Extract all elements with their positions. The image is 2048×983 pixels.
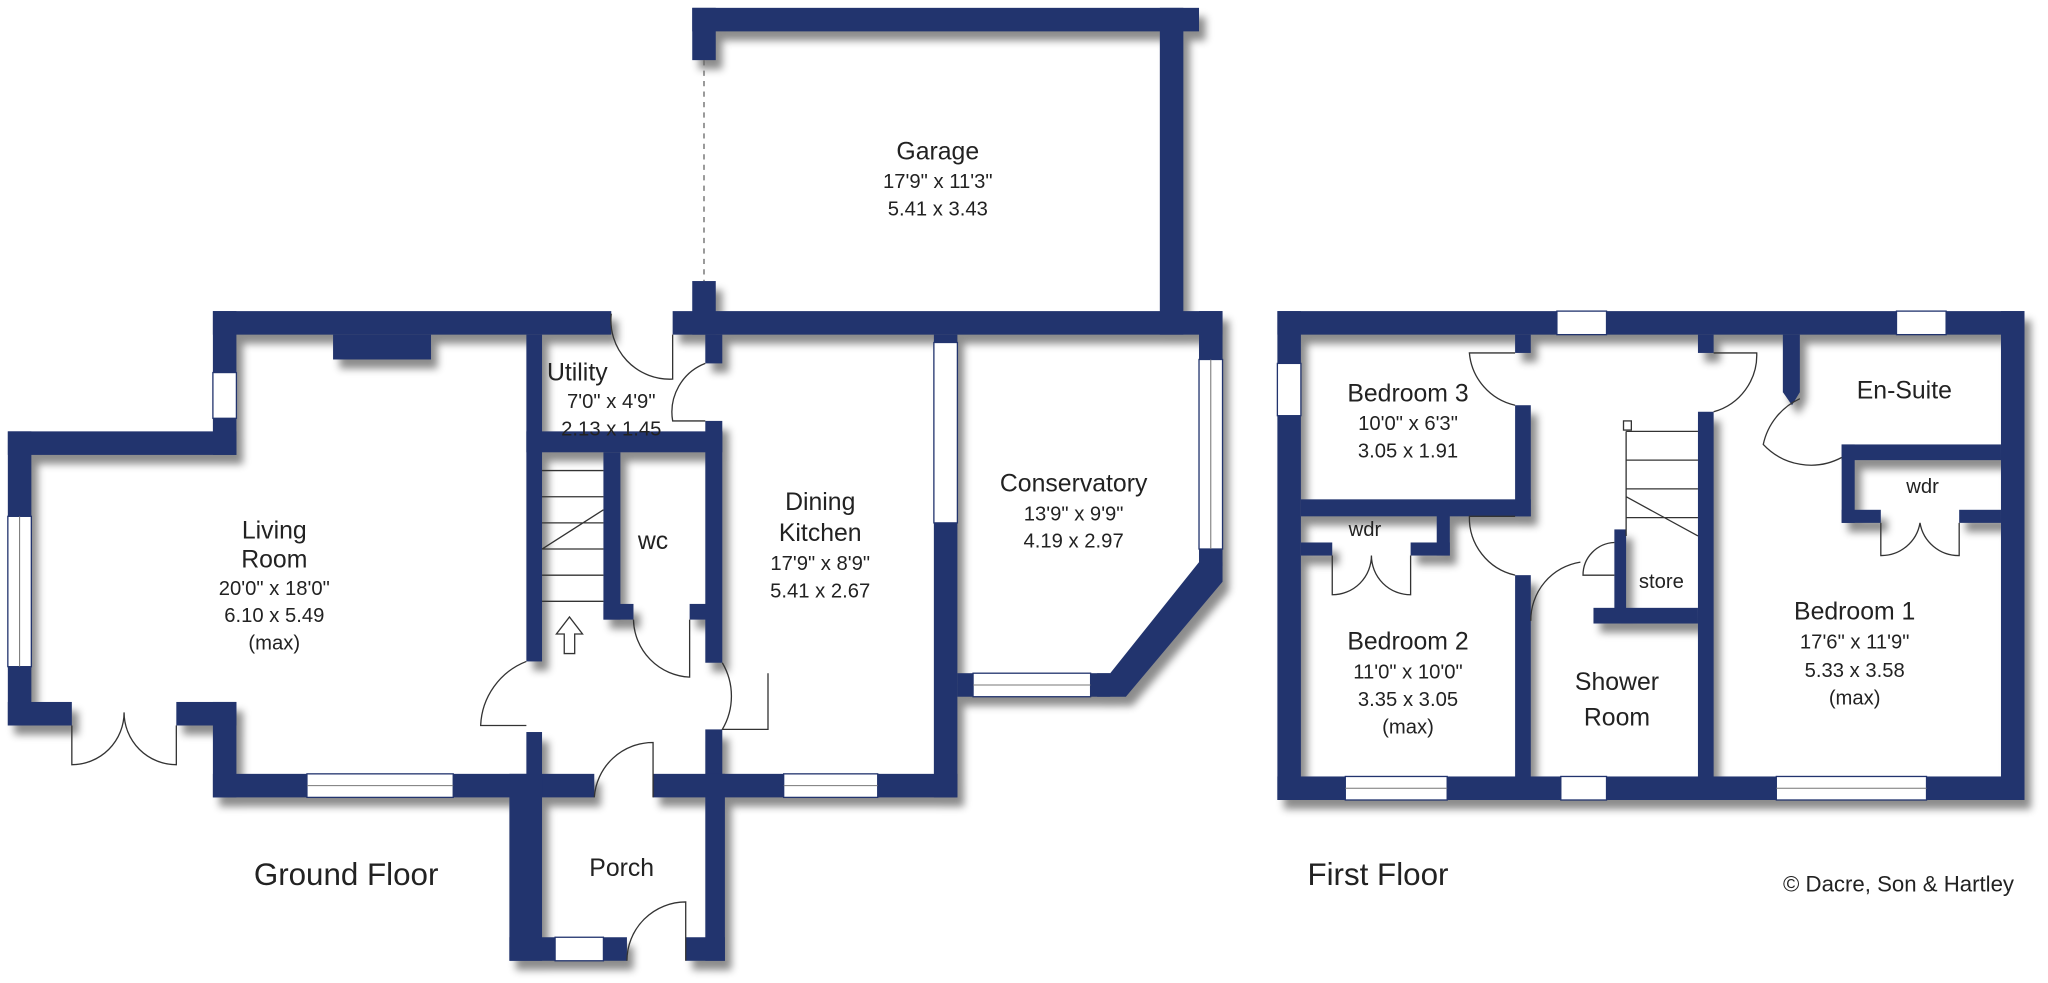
bedroom3-metric: 3.05 x 1.91 bbox=[1358, 441, 1458, 463]
shower-name-1: Shower bbox=[1575, 669, 1659, 696]
utility-name: Utility bbox=[547, 359, 608, 386]
wdr1-name: wdr bbox=[1905, 476, 1939, 498]
first-floor-walls bbox=[1277, 311, 2025, 800]
garage-imperial: 17'9" x 11'3" bbox=[883, 171, 993, 193]
bedroom3-name: Bedroom 3 bbox=[1347, 380, 1468, 407]
ensuite-name: En-Suite bbox=[1857, 378, 1952, 405]
bedroom2-metric: 3.35 x 3.05 bbox=[1358, 689, 1458, 711]
windows bbox=[7, 60, 1947, 962]
doors-and-stairs bbox=[71, 313, 1960, 961]
conservatory-metric: 4.19 x 2.97 bbox=[1024, 531, 1124, 553]
ground-floor-label: Ground Floor bbox=[254, 857, 439, 892]
shower-name-2: Room bbox=[1584, 704, 1650, 731]
bedroom1-note: (max) bbox=[1829, 688, 1881, 710]
bedroom1-metric: 5.33 x 3.58 bbox=[1805, 660, 1905, 682]
bedroom3-imperial: 10'0" x 6'3" bbox=[1358, 413, 1458, 435]
bedroom1-name: Bedroom 1 bbox=[1794, 599, 1915, 626]
bedroom2-imperial: 11'0" x 10'0" bbox=[1353, 661, 1463, 683]
bedroom2-note: (max) bbox=[1382, 716, 1434, 738]
porch-name: Porch bbox=[589, 855, 654, 882]
living-name-2: Room bbox=[241, 546, 307, 573]
conservatory-imperial: 13'9" x 9'9" bbox=[1024, 503, 1124, 525]
living-name-1: Living bbox=[242, 518, 307, 545]
garage-name: Garage bbox=[896, 138, 979, 165]
room-labels: Garage 17'9" x 11'3" 5.41 x 3.43 Utility… bbox=[219, 138, 2015, 896]
living-note: (max) bbox=[248, 633, 300, 655]
dining-metric: 5.41 x 2.67 bbox=[770, 580, 870, 602]
wdr2-name: wdr bbox=[1348, 519, 1382, 541]
bedroom2-name: Bedroom 2 bbox=[1347, 629, 1468, 656]
copyright: © Dacre, Son & Hartley bbox=[1783, 871, 2015, 896]
utility-imperial: 7'0" x 4'9" bbox=[567, 391, 656, 413]
conservatory-name: Conservatory bbox=[1000, 470, 1148, 497]
living-imperial: 20'0" x 18'0" bbox=[219, 578, 330, 600]
garage-metric: 5.41 x 3.43 bbox=[888, 199, 988, 221]
dining-imperial: 17'9" x 8'9" bbox=[770, 553, 870, 575]
utility-metric: 2.13 x 1.45 bbox=[561, 418, 661, 440]
bedroom1-imperial: 17'6" x 11'9" bbox=[1800, 631, 1910, 653]
living-metric: 6.10 x 5.49 bbox=[224, 605, 324, 627]
dining-name-2: Kitchen bbox=[779, 520, 862, 547]
wc-name: wc bbox=[637, 528, 668, 555]
dining-name-1: Dining bbox=[785, 489, 855, 516]
store-name: store bbox=[1639, 571, 1684, 593]
first-floor-label: First Floor bbox=[1307, 857, 1448, 892]
